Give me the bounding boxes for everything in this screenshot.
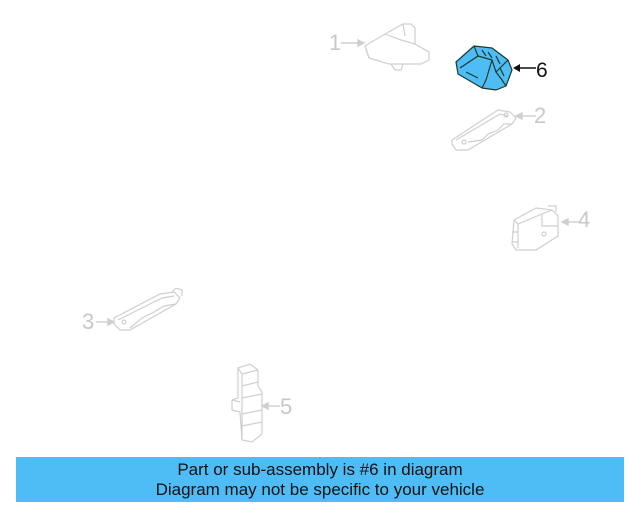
arrow-6 (513, 64, 536, 72)
banner-line-part-number: Part or sub-assembly is #6 in diagram (177, 460, 463, 479)
part-1-shark-fin-antenna[interactable] (325, 14, 435, 74)
callout-4: 4 (578, 207, 591, 232)
part-6-antenna-amplifier-module[interactable] (452, 42, 522, 94)
part-2-antenna-module-bar[interactable] (448, 104, 538, 154)
part-5-connector-block[interactable] (228, 362, 284, 446)
callout-5: 5 (280, 394, 293, 419)
part-info-banner: Part or sub-assembly is #6 in diagram Di… (16, 457, 624, 502)
parts-diagram: 1 6 2 (82, 14, 591, 446)
callout-6: 6 (536, 59, 548, 82)
callout-2: 2 (534, 103, 547, 128)
callout-1: 1 (329, 30, 342, 55)
part-3-antenna-module-bar-lower[interactable] (96, 288, 186, 334)
callout-3: 3 (82, 309, 95, 334)
part-4-control-module-box[interactable] (508, 202, 584, 258)
banner-line-disclaimer: Diagram may not be specific to your vehi… (155, 480, 485, 499)
